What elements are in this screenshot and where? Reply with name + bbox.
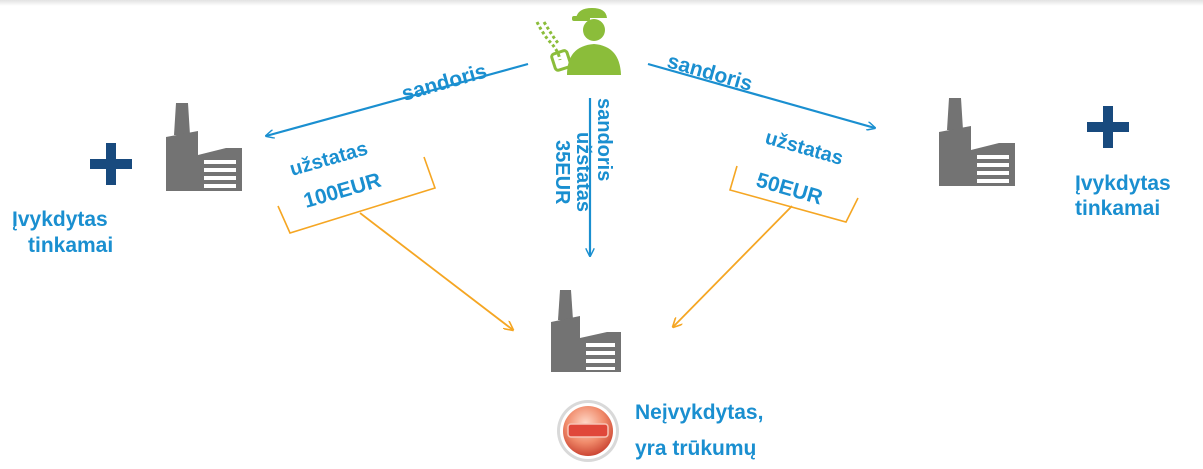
arrow-left [266,62,529,136]
left-deposit-amount: 100EUR [301,169,384,213]
right-deposit-label: užstatas [763,127,846,170]
person-icon [535,8,621,75]
left-deposit: užstatas 100EUR [277,138,437,234]
bottom-status-line1: Neįvykdytas, [635,401,763,424]
center-label-amount: 35EUR [551,140,573,205]
center-label-uzstatas: užstatas [572,132,594,212]
left-status: Įvykdytas tinkamai [12,208,113,257]
arrow-right-label: sandoris [665,50,755,96]
arrow-right [647,62,875,128]
orange-arrow-left [359,212,513,330]
factory-icon-right [939,98,1015,186]
factory-icon-bottom [551,290,621,372]
top-shade [0,0,1203,6]
plus-icon-left [90,143,132,185]
center-label-sandoris: sandoris [593,98,615,181]
right-status-line1: Įvykdytas [1075,172,1171,195]
bottom-status-line2: yra trūkumų [635,437,756,460]
bottom-status: Neįvykdytas, yra trūkumų [635,401,763,460]
left-deposit-bracket [277,156,437,234]
factory-icon-left [166,103,242,191]
stop-icon [557,400,619,462]
arrow-left-label: sandoris [399,60,489,106]
orange-arrow-right [673,205,793,327]
right-deposit-amount: 50EUR [754,169,825,210]
left-status-line2: tinkamai [28,234,113,257]
right-deposit: užstatas 50EUR [729,127,859,223]
left-status-line1: Įvykdytas [12,208,108,231]
arrow-center-labels: sandoris užstatas 35EUR [551,98,615,212]
right-deposit-bracket [729,165,859,223]
right-status: Įvykdytas tinkamai [1075,172,1171,220]
plus-icon-right [1087,106,1129,148]
right-status-line2: tinkamai [1075,197,1160,220]
